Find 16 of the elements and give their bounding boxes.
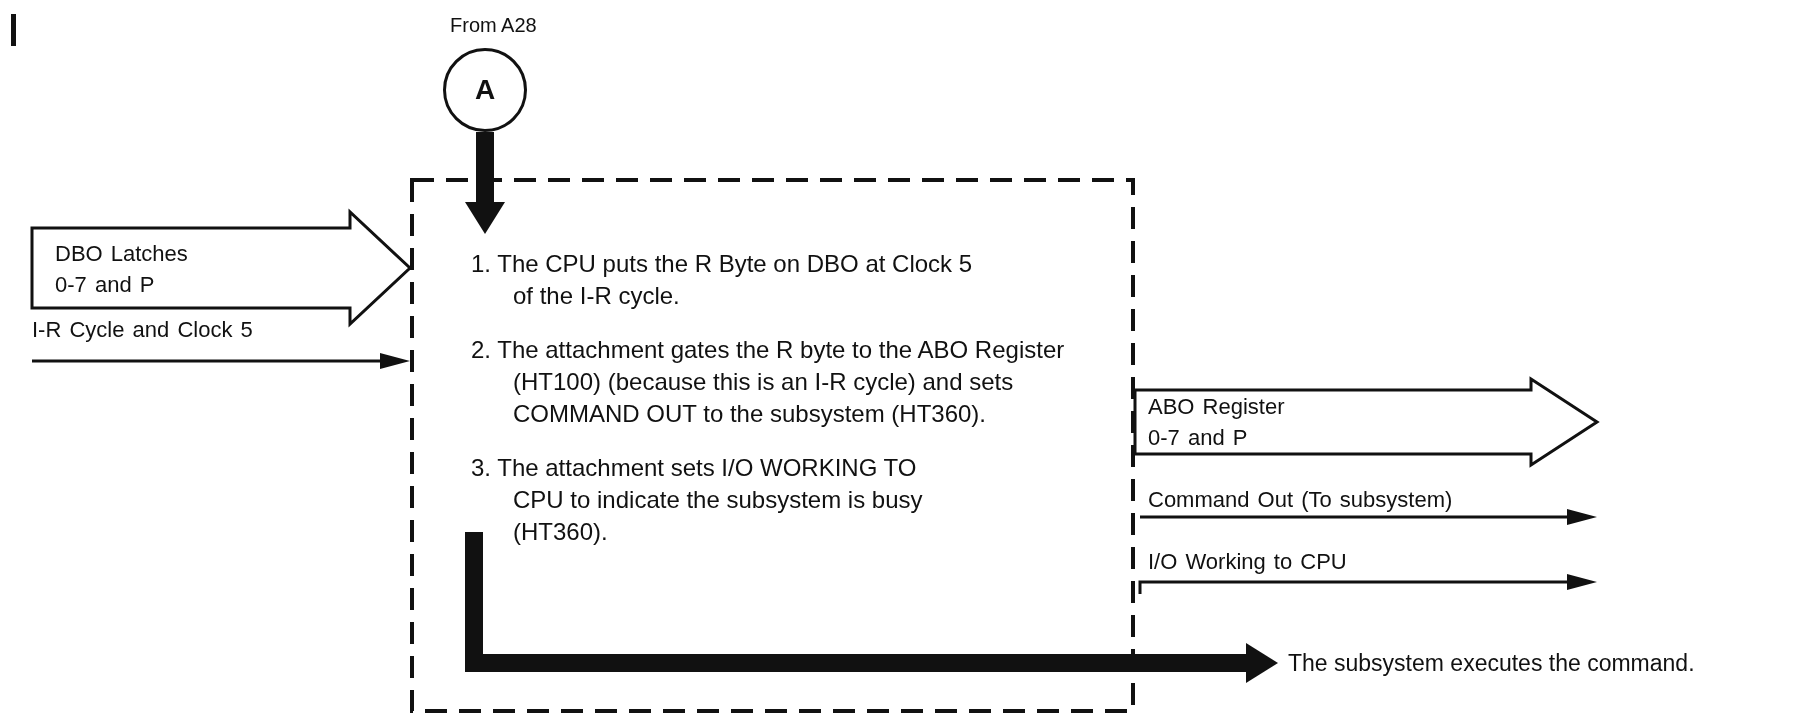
edge-label: ABO Register 0-7 and P [1148, 393, 1286, 452]
arrow [1138, 574, 1597, 594]
connector-letter: A [474, 74, 496, 106]
thick-arrow [465, 132, 505, 234]
thick-arrow [465, 532, 1278, 683]
edge-label: DBO Latches 0-7 and P [55, 240, 189, 299]
arrow [1140, 509, 1597, 525]
bus-arrow [1133, 376, 1600, 468]
dashed-process-box [410, 178, 1135, 713]
bus-arrow [30, 208, 413, 328]
step-text: 1. The CPU puts the R Byte on DBO at Clock 5 of the I-R cycle. [471, 249, 973, 311]
step-text: 3. The attachment sets I/O WORKING TO CPU to indicate the subsystem is busy (HT360). [471, 453, 924, 547]
arrow [32, 353, 410, 369]
off-page-reference: From A28 [450, 14, 537, 37]
result-text: The subsystem executes the command. [1288, 648, 1695, 678]
step-text: 2. The attachment gates the R byte to the ABO Register (HT100) (because this is an I-R cycle) and sets COMMAND OUT to the subsystem (HT360). [471, 335, 1066, 429]
